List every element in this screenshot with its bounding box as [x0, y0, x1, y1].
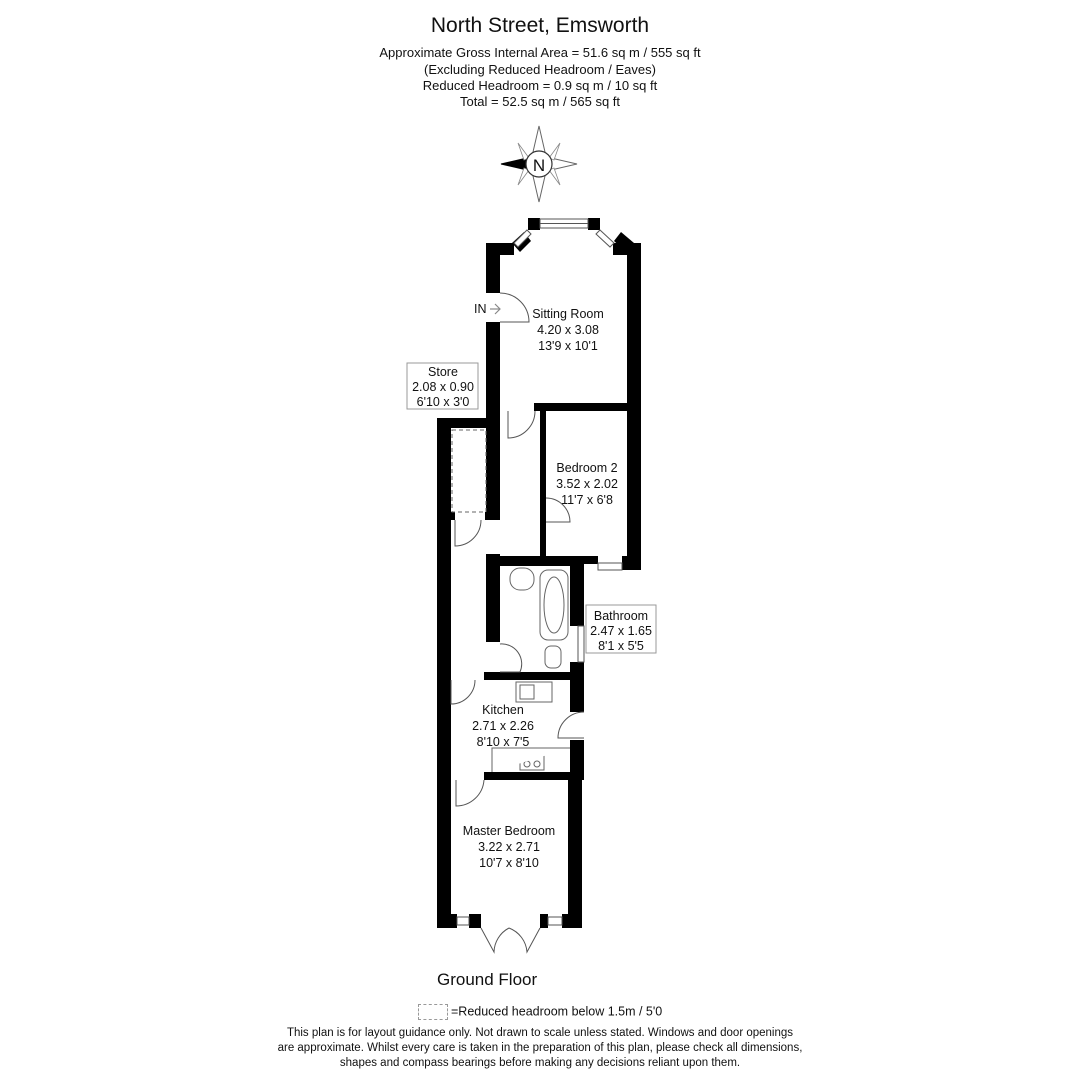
- reduced-headroom-line: Reduced Headroom = 0.9 sq m / 10 sq ft: [422, 78, 658, 93]
- windows: [456, 218, 623, 926]
- room-imperial: 6'10 x 3'0: [417, 395, 470, 409]
- doors: [450, 292, 585, 954]
- room-metric: 3.22 x 2.71: [478, 840, 540, 854]
- room-imperial: 11'7 x 6'8: [561, 493, 613, 507]
- room-sitting-room: Sitting Room 4.20 x 3.08 13'9 x 10'1: [532, 307, 604, 353]
- room-metric: 3.52 x 2.02: [556, 477, 618, 491]
- disclaimer-line-1: This plan is for layout guidance only. N…: [286, 1027, 794, 1039]
- reduced-headroom-swatch: [418, 1004, 448, 1020]
- compass-icon: N: [500, 125, 578, 203]
- disclaimer-line-3: shapes and compass bearings before makin…: [339, 1057, 741, 1069]
- legend-text: =Reduced headroom below 1.5m / 5'0: [451, 1004, 663, 1019]
- entrance-label: IN: [474, 302, 487, 316]
- room-imperial: 8'1 x 5'5: [598, 639, 644, 653]
- room-bathroom: Bathroom 2.47 x 1.65 8'1 x 5'5: [590, 609, 652, 653]
- room-store: Store 2.08 x 0.90 6'10 x 3'0: [412, 365, 474, 409]
- store-label-box: [406, 362, 479, 410]
- room-name: Kitchen: [482, 703, 524, 717]
- entrance-arrow-icon: IN: [474, 302, 501, 316]
- room-metric: 2.71 x 2.26: [472, 719, 534, 733]
- plan-title: North Street, Emsworth: [430, 14, 650, 37]
- room-bedroom-2: Bedroom 2 3.52 x 2.02 11'7 x 6'8: [556, 461, 618, 507]
- room-name: Bathroom: [594, 609, 648, 623]
- legend: =Reduced headroom below 1.5m / 5'0: [418, 1004, 662, 1020]
- room-imperial: 13'9 x 10'1: [538, 339, 598, 353]
- room-name: Master Bedroom: [463, 824, 555, 838]
- room-master-bedroom: Master Bedroom 3.22 x 2.71 10'7 x 8'10: [463, 824, 555, 870]
- walls: [437, 218, 641, 928]
- room-name: Bedroom 2: [556, 461, 617, 475]
- room-metric: 2.08 x 0.90: [412, 380, 474, 394]
- compass-north-label: N: [533, 156, 545, 175]
- room-imperial: 8'10 x 7'5: [477, 735, 530, 749]
- bathroom-label-box: [585, 604, 657, 654]
- room-name: Sitting Room: [532, 307, 604, 321]
- total-area-line: Total = 52.5 sq m / 565 sq ft: [459, 94, 621, 109]
- room-imperial: 10'7 x 8'10: [479, 856, 539, 870]
- floor-label: Ground Floor: [437, 970, 538, 989]
- room-metric: 4.20 x 3.08: [537, 323, 599, 337]
- room-name: Store: [428, 365, 458, 379]
- fittings: [451, 429, 570, 772]
- excluding-line: (Excluding Reduced Headroom / Eaves): [424, 62, 656, 77]
- room-metric: 2.47 x 1.65: [590, 624, 652, 638]
- room-kitchen: Kitchen 2.71 x 2.26 8'10 x 7'5: [472, 703, 534, 749]
- gross-area-line: Approximate Gross Internal Area = 51.6 s…: [379, 45, 701, 60]
- disclaimer-line-2: are approximate. Whilst every care is ta…: [277, 1042, 803, 1054]
